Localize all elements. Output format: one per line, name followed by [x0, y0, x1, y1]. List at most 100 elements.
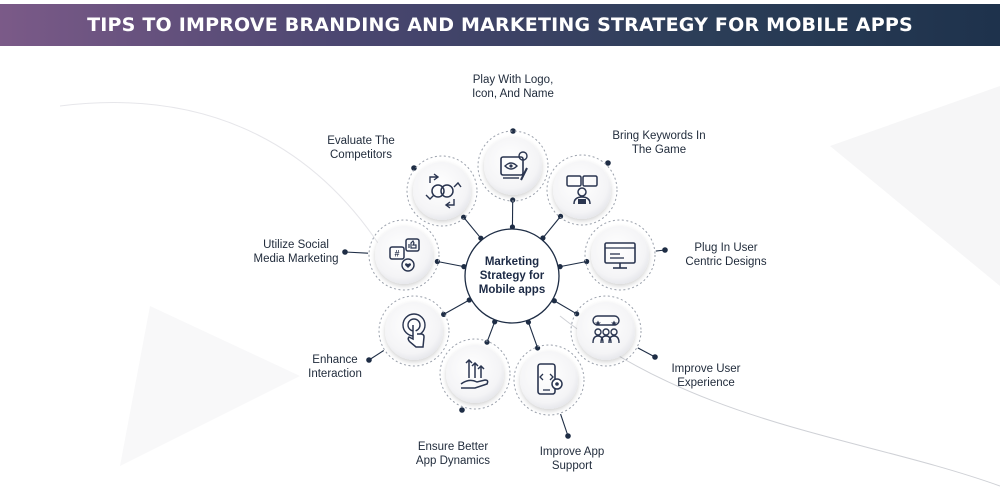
label-connector [368, 350, 385, 361]
node-social: # [368, 219, 440, 291]
label-line: Improve App [539, 446, 605, 458]
label-line: Centric Designs [685, 256, 767, 268]
node-dashed-ring [513, 344, 585, 416]
label-dot [411, 165, 417, 171]
node-dashed-ring [378, 295, 450, 367]
inner-connector [437, 260, 465, 268]
node-dashed-ring [570, 295, 642, 367]
touch-interaction-icon [402, 313, 426, 348]
node-dashed-ring [406, 155, 478, 227]
center-label-line: Strategy for [479, 270, 545, 282]
label-line: The Game [631, 144, 687, 156]
connector-dot [510, 197, 516, 203]
connector-dot [584, 258, 590, 265]
node-circle [484, 137, 542, 195]
label-line: Enhance [312, 354, 358, 366]
label-dot [510, 128, 516, 134]
node-competitors [406, 155, 478, 227]
inner-connector [542, 216, 561, 239]
label-support: Improve App Support [534, 445, 610, 473]
label-line: Improve User [671, 363, 741, 375]
node-dashed-ring [546, 154, 618, 226]
center-label: Marketing Strategy for Mobile apps [466, 255, 558, 297]
node-dashed-ring [439, 338, 511, 410]
node-experience [570, 295, 642, 367]
node-dashed-ring [477, 130, 549, 202]
inner-connector [443, 299, 470, 315]
keyword-chat-icon [566, 175, 598, 205]
label-dot [565, 433, 571, 439]
node-dynamics [439, 338, 511, 410]
node-design [584, 219, 656, 291]
node-interaction [378, 295, 450, 367]
node-logo [477, 130, 549, 202]
label-connector [560, 413, 569, 437]
label-keywords: Bring Keywords In The Game [610, 129, 708, 157]
center-circle [464, 228, 560, 324]
node-circle [520, 351, 578, 409]
label-line: Plug In User [694, 242, 758, 254]
label-line: Support [551, 460, 593, 472]
inner-connector [554, 300, 577, 315]
label-logo: Play With Logo, Icon, And Name [470, 73, 556, 101]
background-decoration [59, 86, 1000, 487]
label-interaction: Enhance Interaction [302, 353, 368, 381]
connector-dot [557, 213, 564, 219]
title-banner: TIPS TO IMPROVE BRANDING AND MARKETING S… [0, 4, 1000, 46]
inner-connector [463, 216, 482, 239]
center-label-line: Marketing [484, 256, 540, 268]
center-label-line: Mobile apps [478, 284, 546, 296]
inner-connector [559, 260, 587, 268]
inner-connector [527, 321, 539, 349]
label-competitors: Evaluate The Competitors [322, 134, 400, 162]
label-dot [662, 247, 668, 253]
user-experience-icon [592, 315, 620, 344]
label-dynamics: Ensure Better App Dynamics [410, 440, 496, 468]
label-connector [637, 347, 656, 358]
label-line: Bring Keywords In [612, 130, 706, 142]
label-line: Competitors [330, 149, 392, 161]
label-line: Experience [677, 377, 735, 389]
label-design: Plug In User Centric Designs [680, 241, 772, 269]
label-experience: Improve User Experience [664, 362, 748, 390]
node-circle [553, 161, 611, 219]
label-line: Ensure Better [417, 441, 489, 453]
label-line: Evaluate The [327, 135, 395, 147]
label-line: Interaction [308, 368, 362, 380]
label-dot [366, 357, 372, 363]
node-keywords [546, 154, 618, 226]
connector-dot [434, 258, 440, 265]
inner-connector [486, 321, 496, 343]
connector-dot [484, 339, 490, 345]
label-line: Utilize Social [263, 239, 329, 251]
competitor-exchange-icon [425, 173, 462, 209]
node-dashed-ring [584, 219, 656, 291]
growth-hand-icon [460, 358, 489, 389]
user-centric-design-icon [604, 242, 636, 269]
node-circle [577, 302, 635, 360]
label-line: Icon, And Name [472, 88, 554, 100]
label-dot [342, 249, 348, 255]
node-circle [591, 226, 649, 284]
node-circle [413, 162, 471, 220]
logo-design-icon [500, 151, 528, 181]
node-dashed-ring [368, 219, 440, 291]
label-connector [344, 251, 369, 254]
label-line: Media Marketing [253, 253, 339, 265]
node-support [513, 344, 585, 416]
page-title: TIPS TO IMPROVE BRANDING AND MARKETING S… [87, 14, 913, 36]
label-line: Play With Logo, [472, 74, 554, 86]
connector-dot [574, 311, 580, 317]
label-dot [652, 354, 658, 360]
connector-dot [461, 214, 467, 220]
label-social: Utilize Social Media Marketing [246, 238, 346, 266]
label-dot [605, 160, 611, 166]
connector-dot [509, 224, 516, 230]
app-support-icon [537, 363, 563, 395]
svg-text:#: # [394, 249, 399, 259]
label-dot [459, 407, 465, 413]
label-line: App Dynamics [415, 455, 491, 467]
social-media-icon: # [389, 238, 420, 272]
